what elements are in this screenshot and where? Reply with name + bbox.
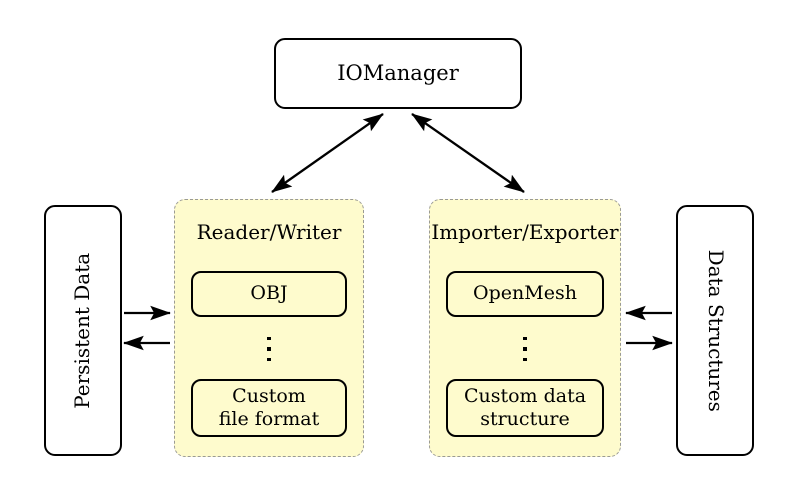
item-custom-data-structure[interactable]: Custom data structure xyxy=(446,379,604,437)
node-persistent-data[interactable]: Persistent Data xyxy=(44,205,122,456)
panel-importer-exporter-title: Importer/Exporter xyxy=(431,220,619,244)
item-custom-data-structure-line2: structure xyxy=(480,408,570,430)
arrow-manager-importer-exporter xyxy=(411,113,525,193)
item-custom-data-structure-label: Custom data structure xyxy=(464,385,586,431)
item-obj-label: OBJ xyxy=(250,282,288,305)
ellipsis-importer-exporter xyxy=(430,328,620,370)
panel-reader-writer-title: Reader/Writer xyxy=(196,220,342,244)
item-openmesh[interactable]: OpenMesh xyxy=(446,271,604,317)
node-data-structures-label: Data Structures xyxy=(703,249,728,412)
item-custom-file-format-label: Custom file format xyxy=(219,385,320,431)
arrow-manager-reader-writer xyxy=(271,113,384,193)
item-custom-file-format[interactable]: Custom file format xyxy=(191,379,347,437)
item-openmesh-label: OpenMesh xyxy=(473,282,577,305)
item-custom-data-structure-line1: Custom data xyxy=(463,384,587,407)
node-data-structures[interactable]: Data Structures xyxy=(676,205,754,456)
item-custom-file-format-line2: file format xyxy=(218,408,320,430)
panel-reader-writer[interactable]: Reader/Writer OBJ Custom file format xyxy=(174,199,364,457)
node-iomanager-label: IOManager xyxy=(337,61,459,86)
item-custom-file-format-line1: Custom xyxy=(232,384,306,407)
item-obj[interactable]: OBJ xyxy=(191,271,347,317)
ellipsis-reader-writer xyxy=(175,328,363,370)
node-persistent-data-label: Persistent Data xyxy=(70,252,95,409)
node-iomanager[interactable]: IOManager xyxy=(274,38,522,109)
panel-importer-exporter[interactable]: Importer/Exporter OpenMesh Custom data s… xyxy=(429,199,621,457)
